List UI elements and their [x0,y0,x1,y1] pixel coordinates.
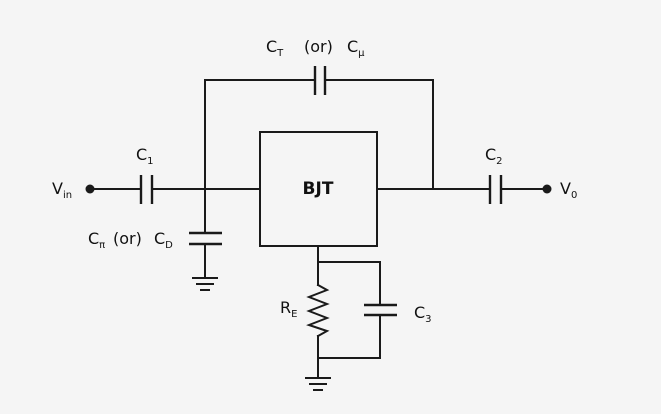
label-c3: C3 [414,303,432,325]
ground-symbol-input [192,277,218,291]
label-c1: C1 [136,145,154,167]
vo-terminal [542,184,552,194]
label-or-2: (or) [113,229,142,248]
feedback-wire [204,79,434,190]
label-vo: V0 [560,179,577,201]
label-cpi: Cπ [88,229,105,251]
label-bjt: BJT [303,179,334,199]
ground-symbol-emitter [305,377,331,391]
label-or-1: (or) [304,37,333,56]
capacitor-c2 [488,175,503,204]
label-cd: CD [154,229,173,251]
resistor-re [306,283,330,338]
label-c2: C2 [485,145,503,167]
emitter-wire [317,245,381,379]
label-ct: CT [266,37,284,59]
label-cmu: Cμ [347,37,365,59]
vin-terminal [85,184,95,194]
capacitor-c1 [139,175,154,204]
capacitor-ct [313,66,327,95]
label-vin: Vin [52,179,72,201]
label-re: RE [280,298,297,320]
capacitor-cpi [189,231,222,246]
capacitor-c3 [364,303,397,317]
